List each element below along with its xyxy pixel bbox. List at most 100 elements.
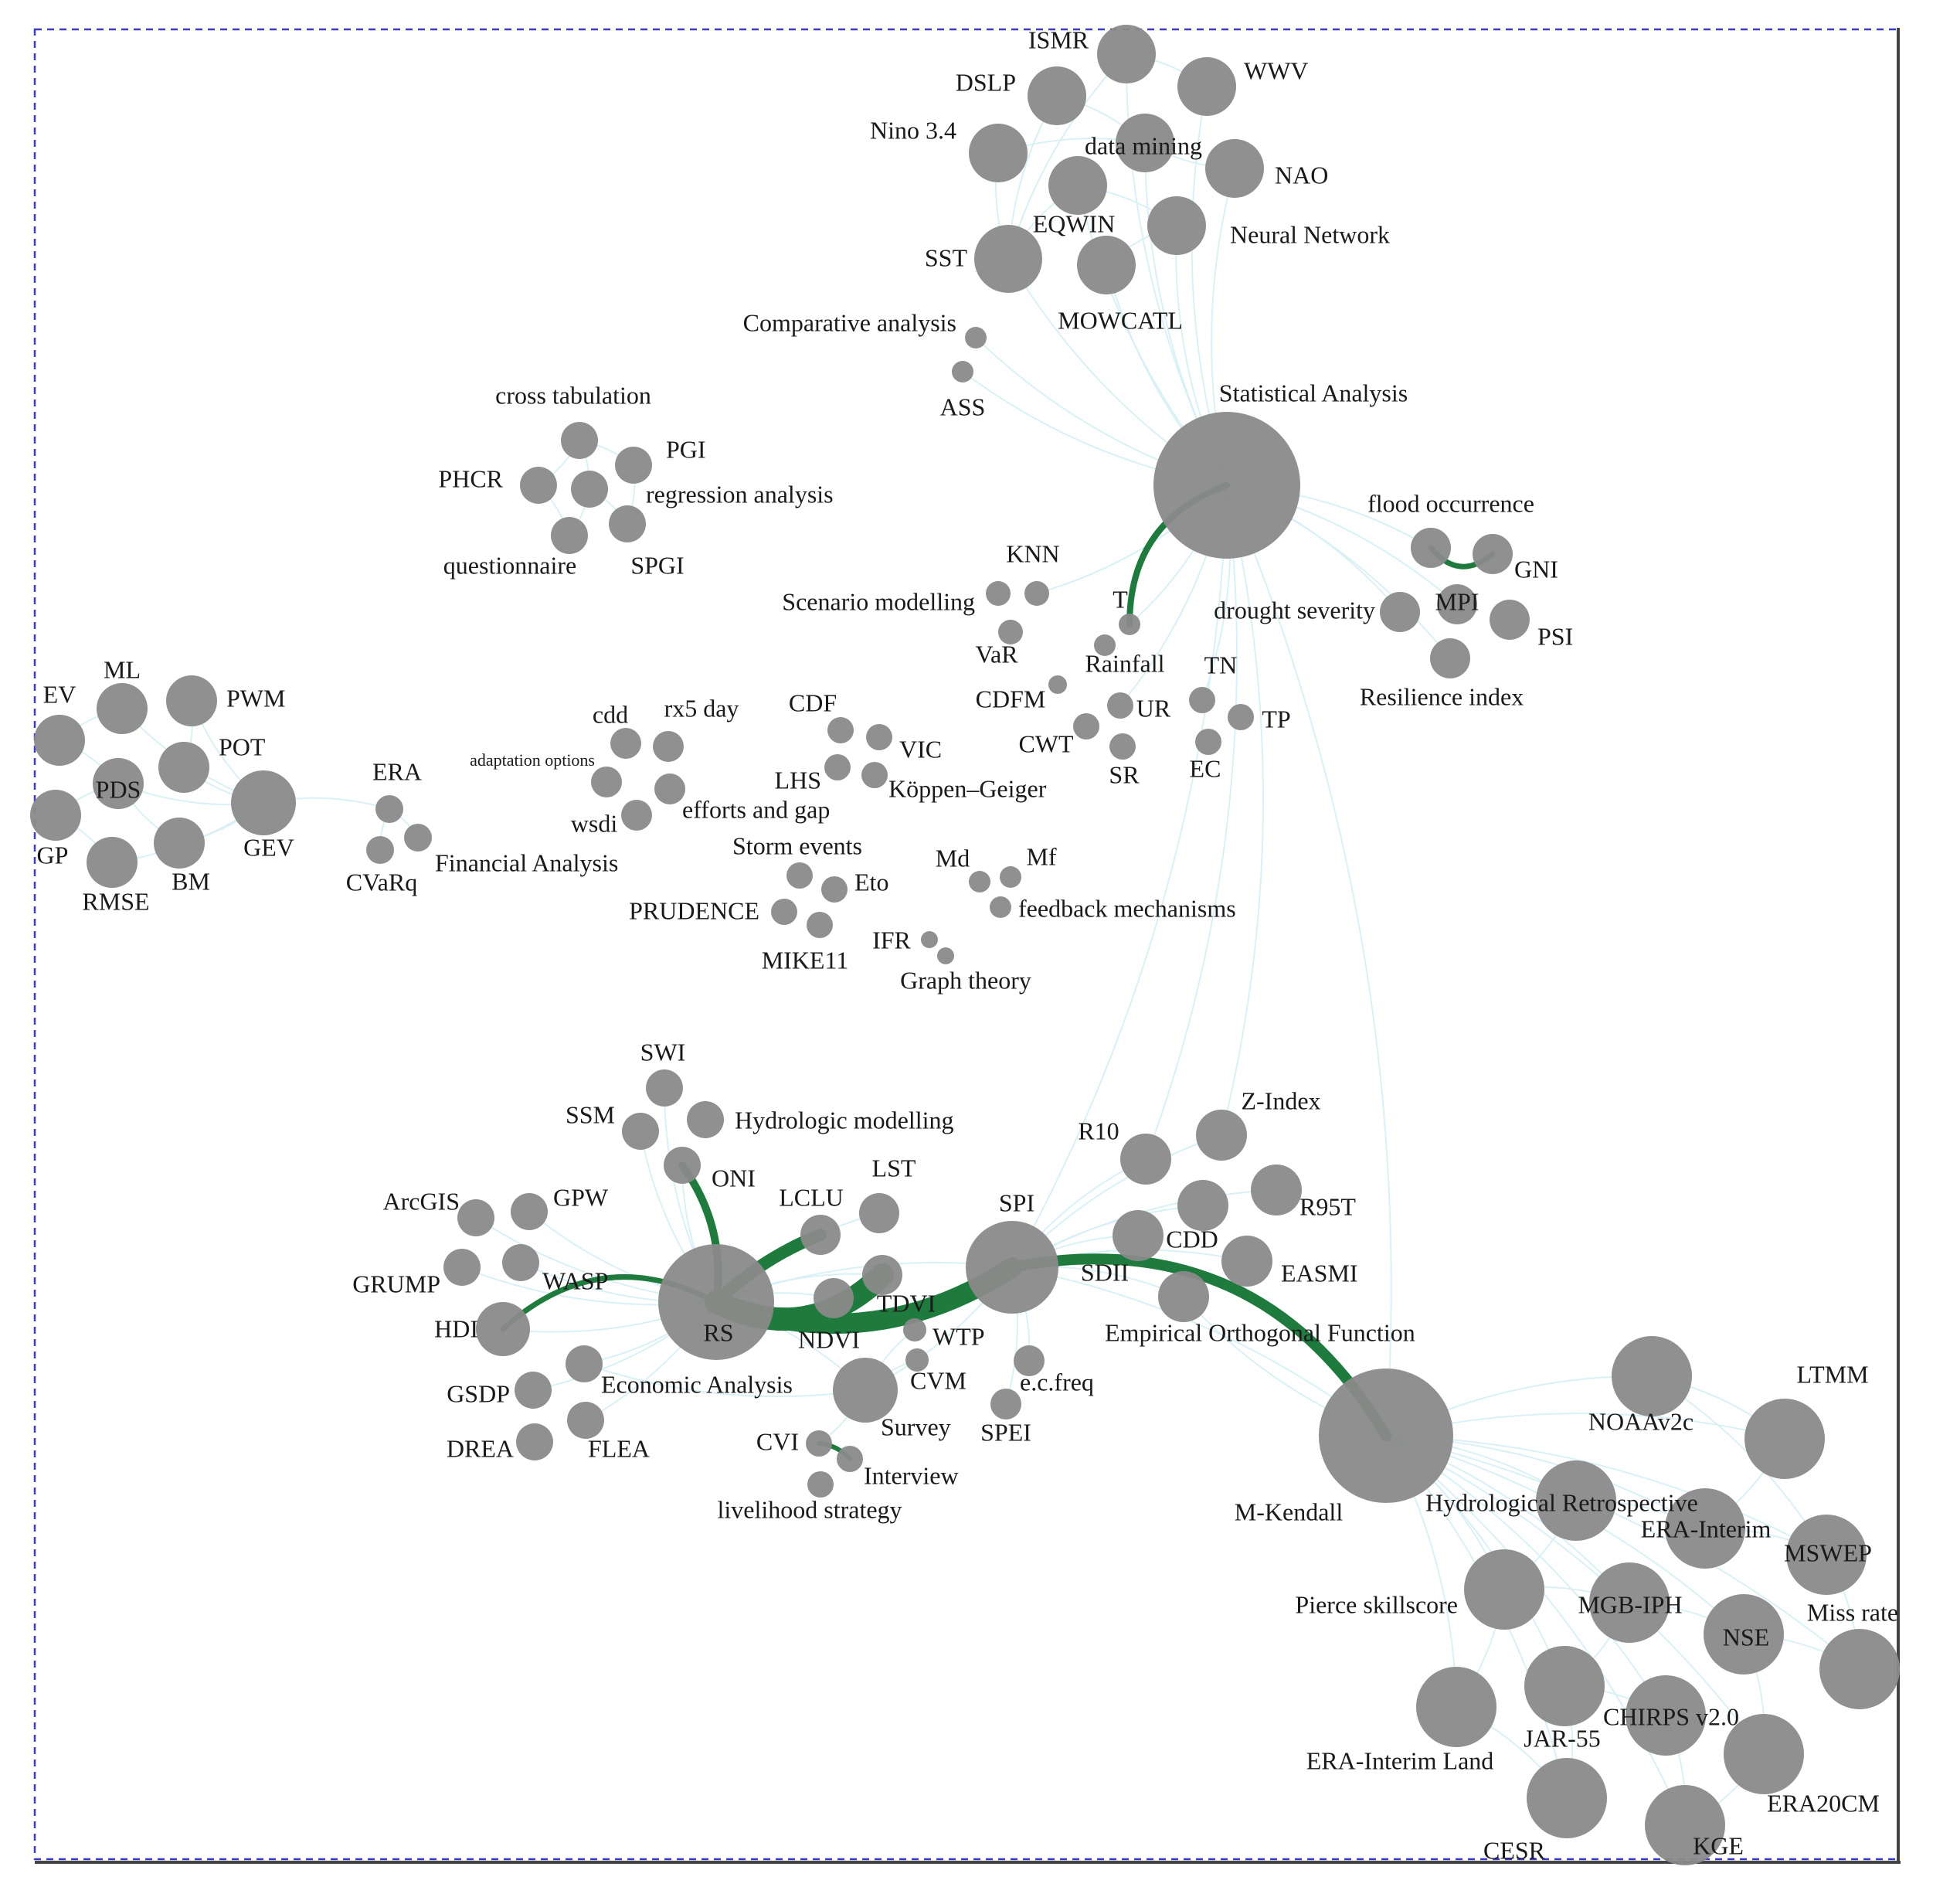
node-scenario-modelling (986, 581, 1011, 606)
node-ssm (622, 1113, 659, 1150)
node-eqwin (1048, 156, 1107, 215)
label-drea: DREA (447, 1434, 514, 1462)
label-ismr: ISMR (1028, 26, 1089, 53)
label-r95t: R95T (1299, 1192, 1356, 1220)
label-dslp: DSLP (956, 68, 1016, 96)
label-hdi: HDI (434, 1314, 478, 1342)
label-cdd-upper: CDD (1166, 1225, 1218, 1253)
node-eto (821, 876, 848, 903)
node-cdd-upper (1177, 1180, 1228, 1231)
edge-statistical_analysis-mkendall (1226, 484, 1392, 1436)
node-oni (664, 1147, 701, 1184)
label-eqwin: EQWIN (1033, 209, 1116, 237)
node-rs (658, 1244, 774, 1360)
node-ec (1195, 729, 1221, 755)
label-vic: VIC (899, 735, 942, 763)
node-pot (158, 742, 209, 793)
label-flea: FLEA (588, 1434, 650, 1462)
label-psi: PSI (1537, 622, 1573, 650)
label-cvm: CVM (910, 1366, 966, 1394)
node-rmse (87, 837, 138, 888)
node-mkendall (1319, 1368, 1453, 1503)
node-tn (1189, 687, 1215, 713)
label-pgi: PGI (666, 435, 706, 463)
label-lhs: LHS (775, 766, 821, 794)
label-mswep: MSWEP (1784, 1538, 1872, 1566)
label-noaav2c: NOAAv2c (1588, 1407, 1693, 1435)
label-statistical-analysis: Statistical Analysis (1219, 379, 1408, 406)
label-mkendall: M-Kendall (1235, 1498, 1344, 1525)
label-era20cm: ERA20CM (1767, 1789, 1880, 1817)
node-ecfreq (1014, 1345, 1045, 1376)
node-hydro-retro (1536, 1460, 1616, 1541)
node-swi (646, 1069, 683, 1107)
label-ssm: SSM (566, 1100, 615, 1128)
node-neural-network (1147, 196, 1206, 255)
node-noaav2c (1744, 1399, 1825, 1479)
node-cvm (905, 1348, 929, 1372)
node-wsdi (621, 800, 652, 831)
label-cdf: CDF (789, 688, 837, 716)
label-rx5day: rx5 day (664, 694, 739, 722)
label-koppen: Köppen–Geiger (888, 774, 1047, 802)
node-dslp (1028, 66, 1086, 125)
label-graph-theory: Graph theory (900, 966, 1031, 994)
label-regression-analysis: regression analysis (646, 480, 834, 508)
node-cdd-lower (610, 728, 641, 759)
node-cwt (1073, 713, 1099, 740)
node-nao (1205, 139, 1264, 198)
label-adaptation-options: adaptation options (470, 750, 595, 770)
label-neural-network: Neural Network (1230, 220, 1390, 248)
node-chirps (1524, 1646, 1605, 1726)
label-sdii: SDII (1081, 1258, 1129, 1286)
node-knn (1024, 581, 1049, 606)
node-spei (990, 1389, 1021, 1420)
label-tp: TP (1262, 705, 1290, 733)
node-adaptation-options (591, 767, 622, 797)
label-rmse: RMSE (82, 887, 149, 915)
label-knn: KNN (1006, 539, 1059, 567)
label-feedback: feedback mechanisms (1018, 894, 1236, 922)
label-oni: ONI (712, 1164, 756, 1192)
node-wwv (1177, 57, 1236, 116)
node-mike11 (807, 912, 833, 938)
node-ifr (921, 931, 938, 948)
node-ass (952, 361, 973, 382)
node-pgi (615, 447, 652, 484)
node-spgi (609, 505, 646, 542)
label-cvarq: CVaRq (346, 868, 417, 896)
node-sr (1109, 733, 1136, 760)
node-zindex (1196, 1110, 1247, 1161)
node-phcr (520, 467, 557, 504)
node-survey (833, 1358, 898, 1423)
label-lclu: LCLU (779, 1183, 844, 1211)
node-psi (1490, 600, 1530, 640)
label-pwm: PWM (226, 684, 285, 712)
node-statistical-analysis (1153, 412, 1300, 559)
node-cesr (1527, 1758, 1607, 1838)
label-era-interim: ERA-Interim (1641, 1515, 1772, 1542)
node-pds (93, 758, 144, 809)
node-gev (231, 770, 296, 835)
node-efforts-gap (654, 774, 685, 804)
node-resilience-index (1430, 638, 1470, 678)
label-ecfreq: e.c.freq (1020, 1368, 1094, 1396)
label-cross-tabulation: cross tabulation (495, 381, 651, 409)
label-cvi: CVI (756, 1427, 799, 1455)
node-lclu (800, 1215, 841, 1255)
node-mswep (1786, 1515, 1867, 1595)
label-gsdp: GSDP (447, 1379, 510, 1407)
node-regression-analysis (571, 471, 608, 508)
label-bm: BM (172, 867, 210, 895)
label-md: Md (936, 844, 970, 872)
label-mf: Mf (1026, 842, 1056, 870)
label-gni: GNI (1514, 555, 1558, 583)
label-tn: TN (1204, 651, 1238, 678)
label-rainfall: Rainfall (1085, 649, 1164, 677)
label-drought-severity: drought severity (1214, 596, 1375, 624)
label-spgi: SPGI (630, 551, 684, 579)
node-livelihood (807, 1471, 834, 1498)
label-mowcatl: MOWCATL (1058, 306, 1183, 334)
node-prudence (771, 899, 797, 925)
